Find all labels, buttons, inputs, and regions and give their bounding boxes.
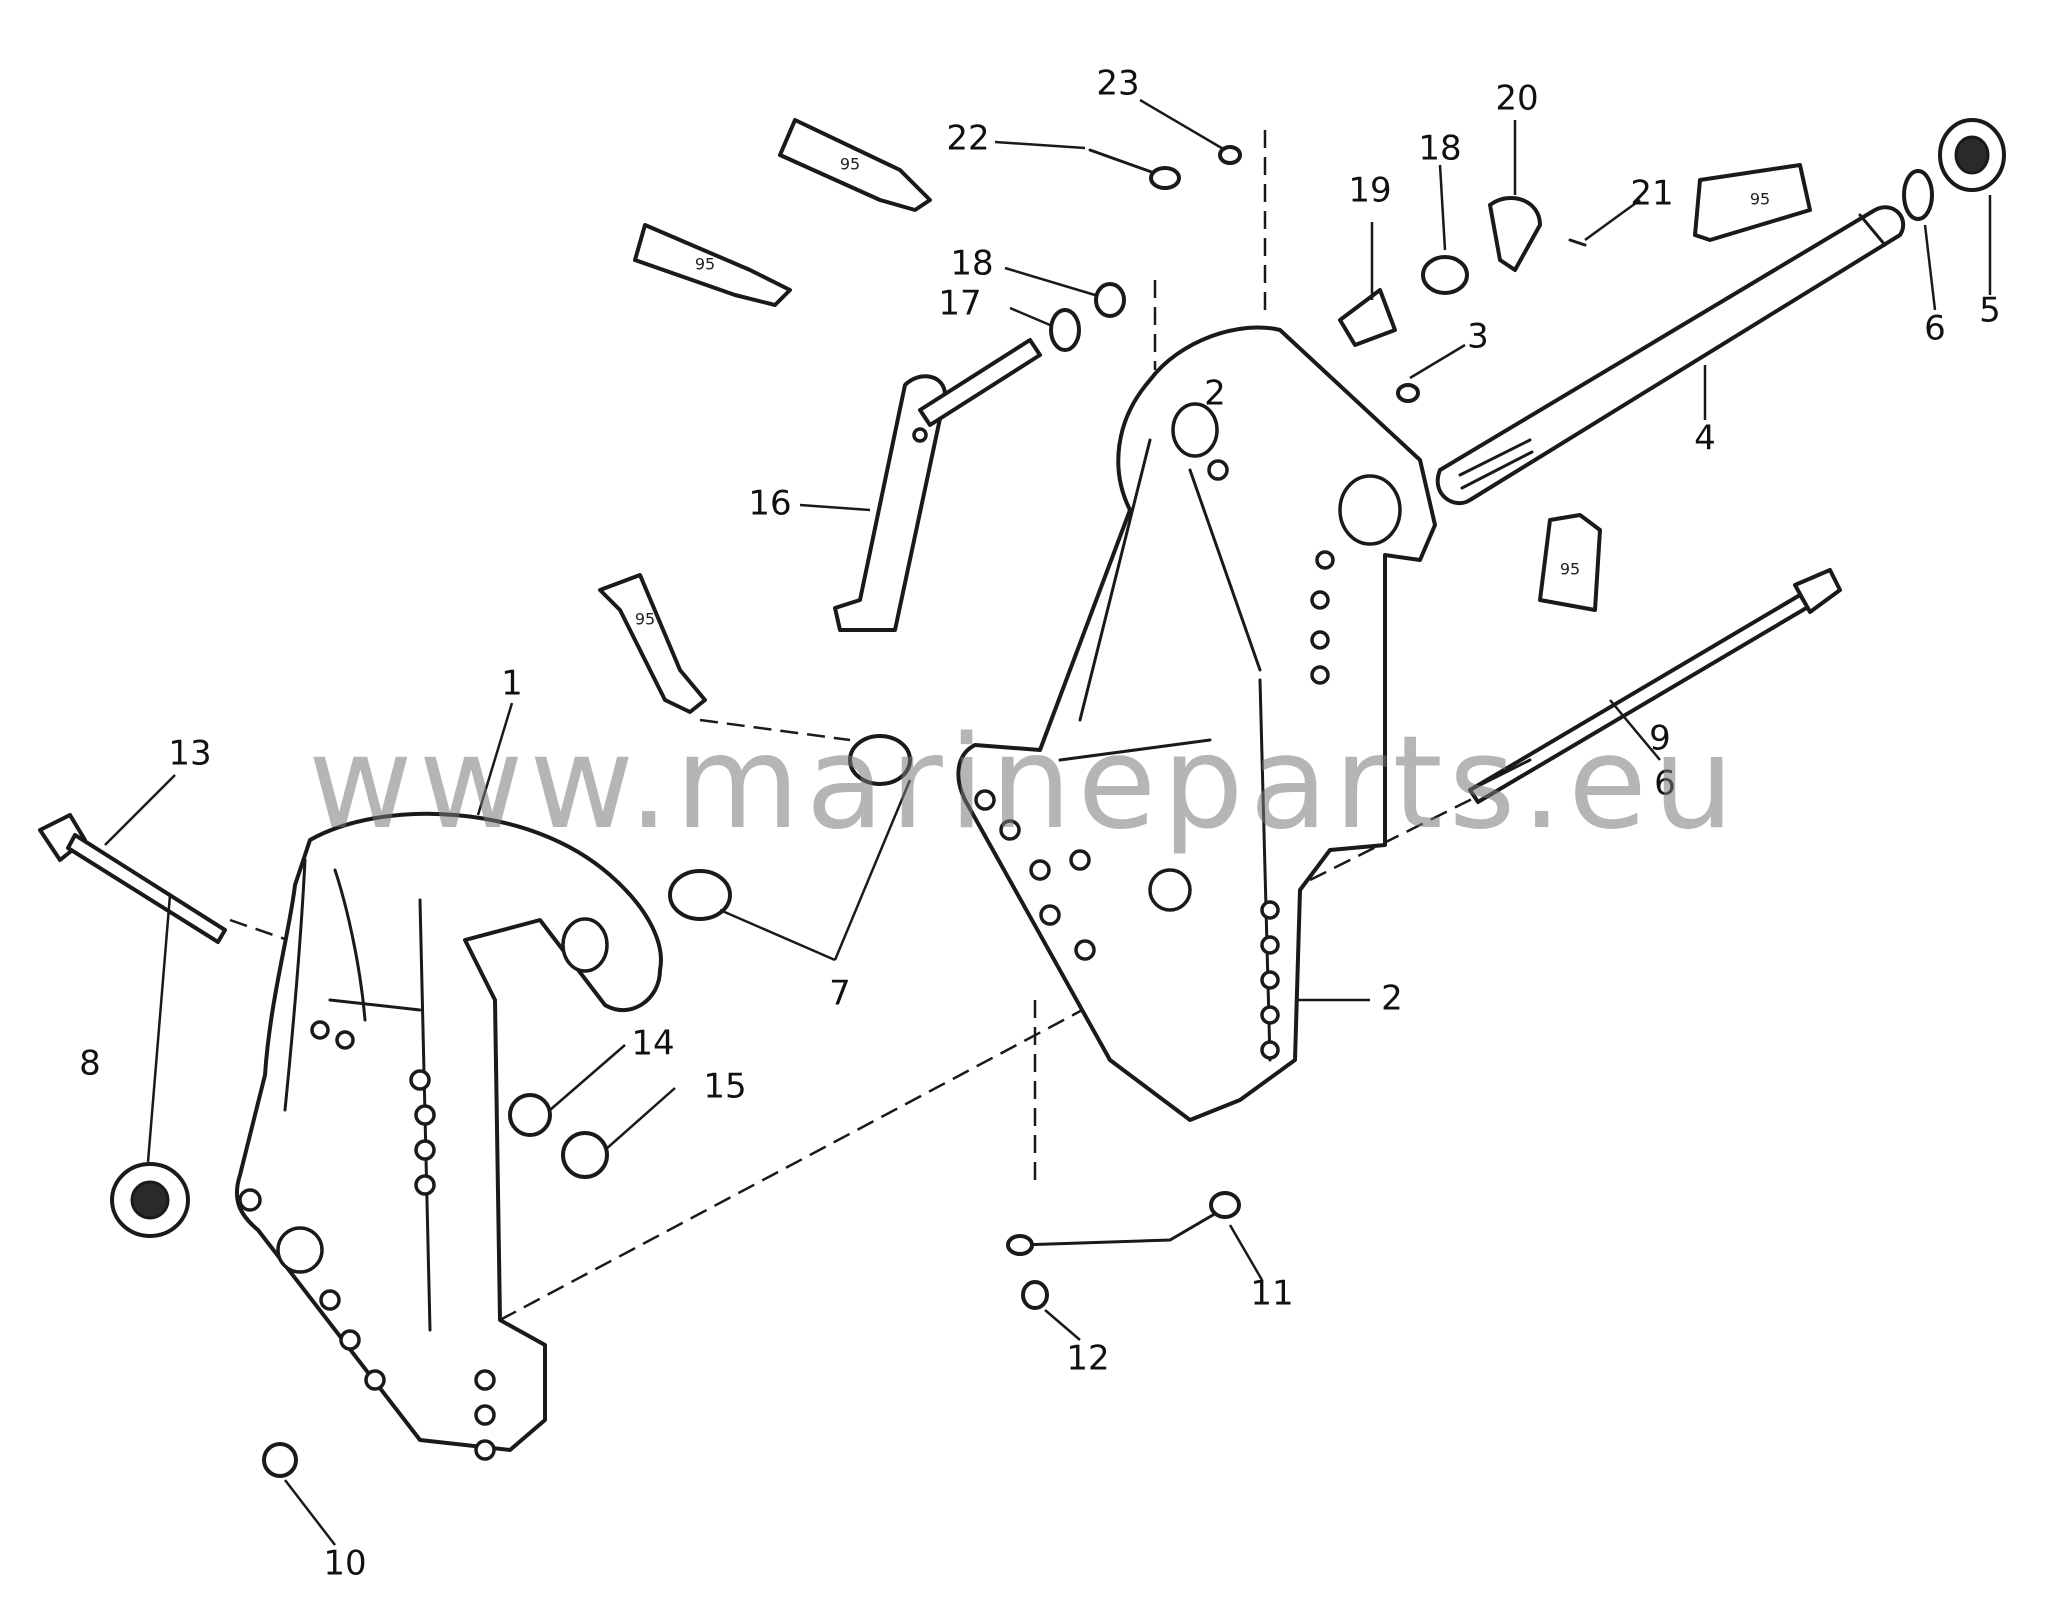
tilt-lever [833,338,1042,632]
lubricant-tube-icon: 95 [778,118,932,212]
callout-6-secondary: 6 [1654,764,1676,804]
svg-text:95: 95 [1750,190,1770,209]
callout-15: 15 [703,1067,746,1107]
nut-12 [1021,1280,1049,1310]
callout-2: 2 [1381,979,1403,1019]
part-22-head [1149,166,1181,190]
callout-17: 17 [938,284,981,324]
part-3 [1396,383,1420,403]
nut-15 [561,1131,609,1179]
lubricant-tubes: 95 95 95 95 95 [598,118,1812,714]
leader-lines [104,98,1992,1546]
svg-text:95: 95 [1560,560,1580,579]
part-18a [1094,282,1126,318]
lubricant-tube-icon: 95 [598,573,707,714]
callout-20: 20 [1495,79,1538,119]
lubricant-tube-icon: 95 [1538,513,1602,612]
small-hardware [110,118,2006,1478]
ground-wire-11 [1006,1191,1241,1256]
nut-8 [110,1162,190,1238]
nut-5 [1938,118,2006,192]
callout-10: 10 [323,1544,366,1584]
washer-7a [848,734,912,786]
part-22 [1088,148,1162,177]
nut-14 [508,1093,552,1137]
clamp-bracket-left [234,811,663,1461]
cam-20 [1488,195,1542,272]
svg-text:95: 95 [695,255,715,274]
callout-6: 6 [1924,309,1946,349]
bolt-13 [38,813,227,944]
callout-16: 16 [748,484,791,524]
washer-7b [668,869,732,921]
callout-18-secondary: 18 [1418,129,1461,169]
callout-23: 23 [1096,64,1139,104]
callout-labels: 1 2 2 3 4 5 6 6 7 8 9 10 11 12 13 14 15 … [79,64,2001,1584]
callout-3: 3 [1467,317,1489,357]
callout-8: 8 [79,1044,101,1084]
callout-1: 1 [501,664,523,704]
nut-10 [262,1442,298,1478]
part-23 [1218,145,1242,165]
callout-18: 18 [950,244,993,284]
callout-4: 4 [1694,419,1716,459]
lubricant-tube-icon: 95 [1693,163,1812,242]
callout-2-secondary: 2 [1204,374,1226,414]
callout-7: 7 [829,974,851,1014]
swivel-bracket-right [956,325,1437,1122]
tilt-tube [1435,205,1906,506]
callout-12: 12 [1066,1339,1109,1379]
callout-11: 11 [1250,1274,1293,1314]
washer-6 [1902,169,1934,221]
callout-13: 13 [168,734,211,774]
callout-22: 22 [946,119,989,159]
callout-9: 9 [1649,719,1671,759]
part-18b [1421,255,1469,295]
callout-21: 21 [1630,174,1673,214]
pin-21 [1568,238,1587,247]
callout-5: 5 [1979,291,2001,331]
long-bolt [1468,568,1842,804]
washer-17 [1049,308,1081,352]
svg-text:95: 95 [840,155,860,174]
callout-19: 19 [1348,171,1391,211]
svg-text:95: 95 [635,610,655,629]
lever-19 [1338,288,1397,347]
callout-14: 14 [631,1024,674,1064]
lubricant-tube-icon: 95 [633,223,792,307]
